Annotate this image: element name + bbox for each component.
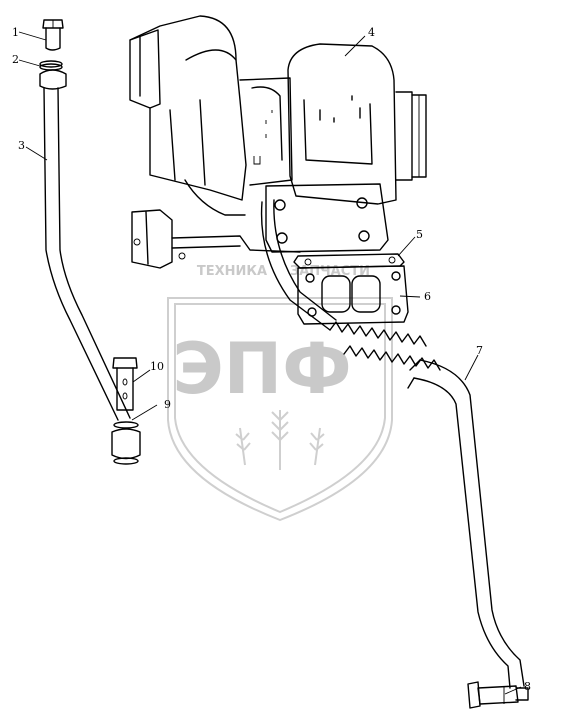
callout-10: 10 [150, 360, 164, 373]
sealing-washer-top [39, 60, 63, 71]
oil-drain-pipe [260, 199, 525, 689]
callout-1: 1 [12, 26, 19, 39]
watermark: ЭПФ ТЕХНИКА ЗАПЧАСТИ [167, 264, 393, 522]
callout-2: 2 [12, 53, 19, 66]
callout-7: 7 [476, 344, 483, 357]
oil-supply-pipe [39, 69, 131, 421]
drain-pipe-fitting [467, 681, 529, 709]
callout-5: 5 [416, 228, 423, 241]
leader-lines [18, 31, 522, 695]
turbocharger [129, 15, 427, 269]
callout-9: 9 [164, 398, 171, 411]
callout-labels: 1 2 3 4 5 6 7 8 9 10 [12, 26, 531, 693]
banjo-bolt-top [42, 19, 64, 51]
callout-8: 8 [524, 680, 531, 693]
banjo-bolt-lower [112, 357, 138, 411]
wheat-icon [235, 410, 325, 470]
watermark-text-left: ТЕХНИКА [197, 264, 267, 279]
banjo-fitting-lower [111, 421, 141, 465]
callout-3: 3 [18, 139, 25, 152]
exhaust-flange-plate [297, 265, 409, 325]
callout-4: 4 [368, 26, 375, 39]
watermark-logo-text: ЭПФ [172, 328, 351, 410]
callout-6: 6 [424, 290, 431, 303]
